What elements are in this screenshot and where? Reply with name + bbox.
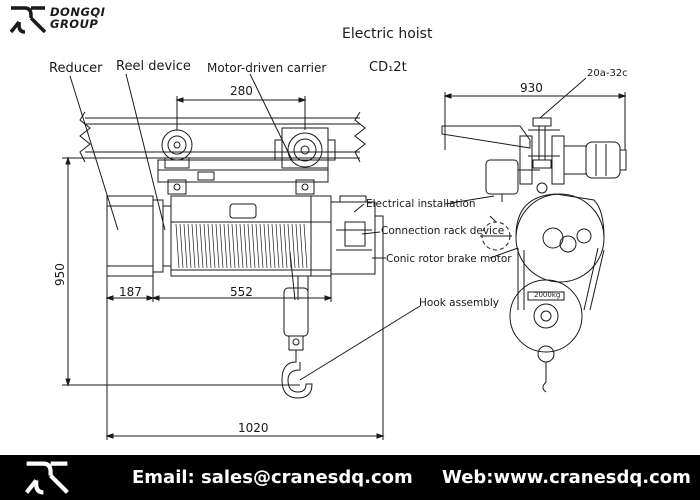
dim-552-text: 552 (230, 285, 253, 299)
i-beam-rail (79, 111, 366, 163)
brand-name: DONGQI GROUP (50, 6, 105, 30)
dim-950-text: 950 (53, 263, 67, 286)
dim-187-text: 187 (119, 285, 142, 299)
dim-280-text: 280 (230, 84, 253, 98)
dim-280 (175, 96, 307, 130)
side-hook-block (509, 247, 605, 393)
rail-spec-label: 20a-32c (587, 68, 628, 79)
hoist-drawing: Electric hoist CD₁2t Reducer Reel device… (49, 26, 628, 440)
side-leaders (299, 77, 587, 381)
dim-930 (443, 92, 627, 150)
nameplate-label: 2000kg (534, 291, 560, 299)
dim-187-552 (105, 276, 333, 440)
left-wheel (161, 129, 193, 169)
hook-assembly-label: Hook assembly (419, 297, 499, 309)
model-label: CD₁2t (369, 60, 407, 75)
dim-1020-text: 1020 (238, 421, 269, 435)
reel-device-label: Reel device (116, 59, 191, 74)
drawing-title: Electric hoist (342, 26, 433, 42)
side-electrical-box (485, 159, 540, 202)
header: DONGQI GROUP (0, 0, 700, 40)
side-rail (528, 117, 560, 169)
dim-1020 (105, 258, 385, 440)
conic-motor-label: Conic rotor brake motor (386, 253, 512, 265)
dim-930-text: 930 (520, 81, 543, 95)
dongqi-logo-icon (24, 461, 69, 495)
reducer-block (106, 195, 172, 277)
web-link[interactable]: Web:www.cranesdq.com (442, 467, 691, 488)
side-housing (480, 193, 605, 283)
front-leaders (69, 73, 293, 231)
brake-motor (330, 195, 384, 275)
hook-block (281, 251, 313, 399)
electrical-label: Electrical installation (366, 198, 476, 210)
motor-carrier-label: Motor-driven carrier (207, 61, 326, 75)
side-trolley (519, 135, 627, 194)
email-link[interactable]: Email: sales@cranesdq.com (132, 467, 413, 488)
reducer-label: Reducer (49, 61, 103, 76)
right-wheel (274, 127, 336, 169)
side-bracket (441, 125, 531, 149)
footer-bar: Email: sales@cranesdq.com Web:www.cranes… (0, 455, 700, 500)
brand-line-1: DONGQI (50, 5, 106, 19)
dongqi-logo-icon (9, 6, 47, 34)
connection-rack-label: Connection rack device (381, 225, 504, 237)
trolley-frame (157, 159, 329, 195)
dim-950 (62, 156, 300, 387)
brand-line-2: GROUP (50, 17, 99, 31)
rope-coils (175, 223, 308, 269)
